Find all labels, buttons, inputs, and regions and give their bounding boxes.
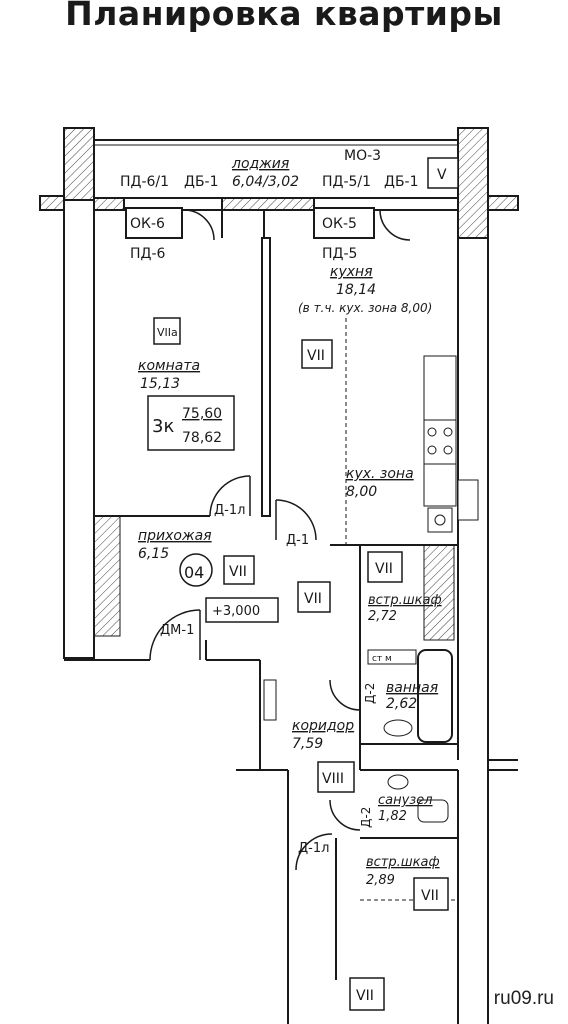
closet1-area: 2,72 bbox=[368, 609, 397, 624]
door-loggia-right bbox=[379, 209, 411, 241]
door-d1 bbox=[275, 499, 317, 541]
d1l-top-label: Д-1л bbox=[214, 503, 245, 518]
bottom-mark: VII bbox=[356, 988, 374, 1004]
loggia-area: 6,04/3,02 bbox=[232, 174, 299, 190]
loggia-v: V bbox=[437, 167, 447, 183]
doors bbox=[149, 209, 411, 871]
d1l-bottom-label: Д-1л bbox=[298, 841, 329, 856]
hall-name: прихожая bbox=[138, 528, 212, 544]
center-mark-box bbox=[297, 581, 331, 613]
bottom-mark-box bbox=[349, 977, 385, 1011]
wc-name: санузел bbox=[378, 793, 433, 808]
apt-area-box bbox=[147, 395, 235, 451]
door-d2-bottom bbox=[329, 799, 361, 831]
door-d1l-top bbox=[209, 475, 251, 517]
level-label: +3,000 bbox=[212, 604, 260, 619]
room-area: 15,13 bbox=[140, 376, 180, 392]
wc-mark: VIII bbox=[322, 771, 344, 787]
kzone-name: кух. зона bbox=[346, 466, 414, 482]
apt-no-circle bbox=[179, 553, 213, 587]
kitchen-counter bbox=[345, 318, 458, 901]
ok6-label: ОК-6 bbox=[130, 216, 165, 232]
walls bbox=[39, 127, 519, 1024]
labels: лоджия 6,04/3,02 МО-3 ПД-6/1 ДБ-1 ПД-5/1… bbox=[120, 148, 447, 1004]
kitchen-area: 18,14 bbox=[336, 282, 376, 298]
room-name: комната bbox=[138, 358, 200, 374]
bathtub bbox=[417, 649, 453, 743]
ok5-label: ОК-5 bbox=[322, 216, 357, 232]
dm1-label: ДМ-1 bbox=[160, 623, 194, 638]
wc-area: 1,82 bbox=[378, 809, 407, 824]
hall-mark-box bbox=[223, 555, 255, 585]
closet2-name: встр.шкаф bbox=[366, 855, 440, 870]
loggia-name: лоджия bbox=[231, 156, 289, 172]
d1-label: Д-1 bbox=[286, 533, 309, 548]
center-mark: VII bbox=[304, 591, 322, 607]
window-ok5 bbox=[313, 207, 375, 239]
kzone-area: 8,00 bbox=[346, 484, 377, 500]
closet1-name: встр.шкаф bbox=[368, 593, 442, 608]
window-ok6 bbox=[125, 207, 183, 239]
apt-area2: 78,62 bbox=[182, 430, 222, 446]
d2-top-label: Д-2 bbox=[363, 683, 377, 704]
bath-name: ванная bbox=[386, 680, 438, 696]
page-title: Планировка квартиры bbox=[65, 0, 503, 33]
kitchen-mark-box bbox=[301, 339, 333, 369]
room-mark: VIIa bbox=[157, 326, 178, 339]
pd6-label: ПД-6 bbox=[130, 246, 166, 262]
level-box bbox=[205, 597, 279, 623]
corr-name: коридор bbox=[292, 718, 354, 734]
d2-bottom-label: Д-2 bbox=[359, 807, 373, 828]
mo-label: МО-3 bbox=[344, 148, 381, 164]
pd5-label: ПД-5 bbox=[322, 246, 357, 262]
kitchen-mark: VII bbox=[307, 348, 325, 364]
closet1-mark: VII bbox=[375, 561, 393, 577]
closet1-mark-box bbox=[367, 551, 403, 583]
room-mark-box bbox=[153, 317, 181, 345]
closet2-mark: VII bbox=[421, 888, 439, 904]
door-loggia-left bbox=[183, 209, 215, 241]
kitchen-name: кухня bbox=[330, 264, 373, 280]
corr-area: 7,59 bbox=[292, 736, 323, 752]
wm-label: ст м bbox=[372, 654, 392, 664]
door-dm1 bbox=[149, 609, 201, 661]
closet2-mark-box bbox=[413, 877, 449, 911]
door-d1l-bottom bbox=[295, 833, 333, 871]
door-d2-top bbox=[329, 679, 361, 711]
apt-area1: 75,60 bbox=[182, 406, 222, 422]
kitchen-note: (в т.ч. кух. зона 8,00) bbox=[298, 301, 432, 315]
apt-type: 3к bbox=[152, 416, 174, 437]
pd51-label: ПД-5/1 bbox=[322, 174, 371, 190]
wc-mark-box bbox=[317, 761, 355, 793]
pd61-label: ПД-6/1 bbox=[120, 174, 169, 190]
boxes bbox=[147, 157, 459, 1011]
left-outer-wall bbox=[63, 127, 95, 659]
apt-no: 04 bbox=[184, 563, 204, 582]
db1-left-label: ДБ-1 bbox=[184, 174, 219, 190]
bath-area: 2,62 bbox=[386, 696, 417, 712]
loggia-v-box bbox=[427, 157, 459, 189]
hall-mark: VII bbox=[229, 564, 247, 580]
closet2-area: 2,89 bbox=[366, 873, 395, 888]
right-outer-wall bbox=[457, 127, 489, 239]
hall-area: 6,15 bbox=[138, 546, 169, 562]
watermark: ru09.ru bbox=[493, 988, 554, 1009]
db1-right-label: ДБ-1 bbox=[384, 174, 419, 190]
